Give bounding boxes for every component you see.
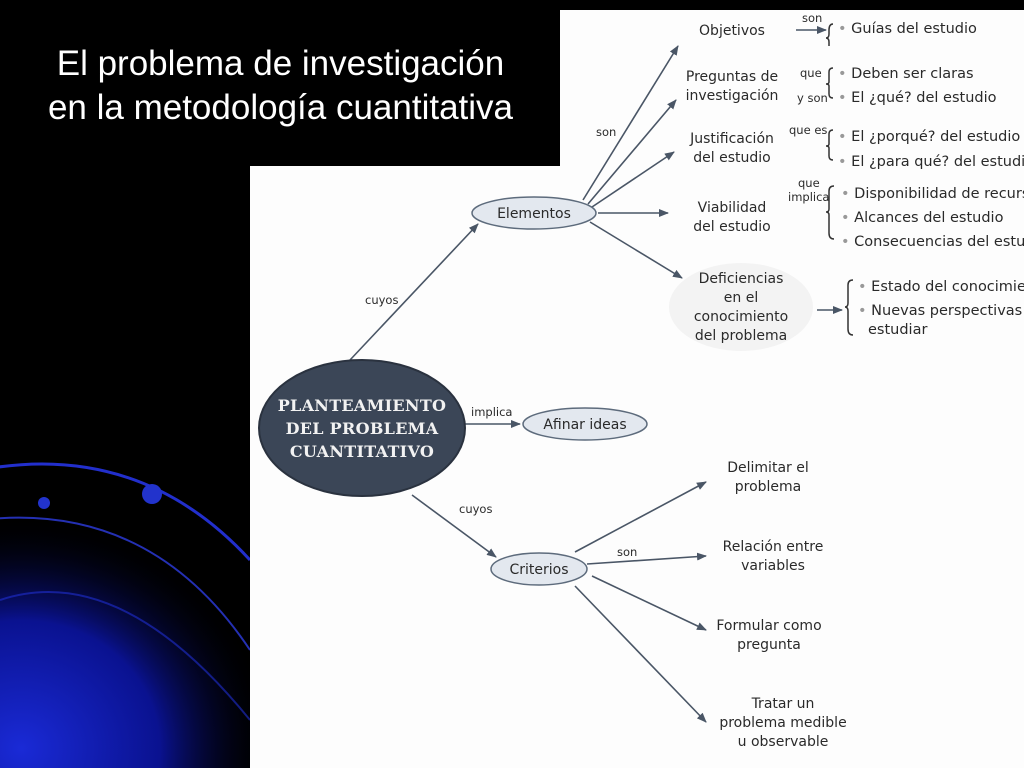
viabilidad-item: Alcances del estudio	[854, 210, 1003, 226]
bullet-icon: •	[838, 129, 847, 145]
svg-text:• Disponibilidad de recursos: • Disponibilidad de recursos	[841, 186, 1024, 202]
relation-objetivos-son: son	[802, 11, 822, 25]
relation-cuyos-bottom: cuyos	[459, 502, 492, 516]
justificacion-items: • El ¿porqué? del estudio • El ¿para qué…	[838, 129, 1024, 170]
viabilidad-item: Consecuencias del estudio	[854, 234, 1024, 250]
criterio-2-line-2: variables	[741, 558, 805, 574]
preguntas-items: • Deben ser claras • El ¿qué? del estudi…	[838, 66, 997, 106]
criterio-3-line-2: pregunta	[737, 637, 801, 653]
criterio-1-line-2: problema	[735, 479, 802, 495]
braces	[825, 23, 854, 336]
deficiencias-line-1: Deficiencias	[699, 271, 784, 287]
diagram-panel-background	[250, 10, 1024, 768]
relation-preguntas-que: que	[800, 66, 822, 80]
objetivos-label: Objetivos	[699, 23, 765, 39]
relation-viabilidad-que: que	[798, 176, 820, 190]
slide-title: El problema de investigación en la metod…	[8, 42, 553, 130]
justificacion-line-2: del estudio	[693, 150, 770, 166]
justificacion-item: El ¿para qué? del estudio	[851, 154, 1024, 170]
viabilidad-node: Viabilidad del estudio	[693, 200, 770, 235]
criterio-1: Delimitar el problema	[727, 460, 808, 495]
svg-text:• Consecuencias del estudio: • Consecuencias del estudio	[841, 234, 1024, 250]
deficiencias-node: Deficiencias en el conocimiento del prob…	[669, 263, 813, 351]
bullet-icon: •	[858, 279, 867, 295]
bullet-icon: •	[838, 66, 847, 82]
criterio-2: Relación entre variables	[723, 539, 824, 574]
svg-text:• El ¿qué? del estudio: • El ¿qué? del estudio	[838, 90, 997, 106]
relation-cuyos-top: cuyos	[365, 293, 398, 307]
central-node: PLANTEAMIENTO DEL PROBLEMA CUANTITATIVO	[258, 359, 466, 497]
objetivos-item: Guías del estudio	[851, 21, 977, 37]
bullet-icon: •	[841, 210, 850, 226]
deficiencias-line-3: conocimiento	[694, 309, 788, 325]
criterios-node: Criterios	[490, 552, 588, 586]
criterio-4-line-2: problema medible	[719, 715, 846, 731]
deficiencias-item-cont: estudiar	[868, 322, 927, 338]
central-node-line-3: CUANTITATIVO	[290, 442, 434, 461]
viabilidad-items: • Disponibilidad de recursos • Alcances …	[841, 186, 1024, 250]
central-node-line-2: DEL PROBLEMA	[286, 419, 439, 438]
relation-implica: implica	[471, 405, 512, 419]
preguntas-item: Deben ser claras	[851, 66, 973, 82]
preguntas-item: El ¿qué? del estudio	[851, 90, 996, 106]
relation-son-criteria: son	[617, 545, 637, 559]
elementos-node: Elementos	[471, 196, 597, 230]
deficiencias-items: • Estado del conocimiento • Nuevas persp…	[858, 279, 1024, 338]
criterio-1-line-1: Delimitar el	[727, 460, 808, 476]
svg-text:• El ¿porqué? del estudio: • El ¿porqué? del estudio	[838, 129, 1020, 145]
bullet-icon: •	[838, 90, 847, 106]
svg-text:• El ¿para qué? del estudio: • El ¿para qué? del estudio	[838, 154, 1024, 170]
svg-text:• Guías del estudio: • Guías del estudio	[838, 21, 977, 37]
slide-title-line-1: El problema de investigación	[56, 44, 505, 83]
deficiencias-item: Estado del conocimiento	[871, 279, 1024, 295]
afinar-ideas-node: Afinar ideas	[522, 407, 648, 441]
bullet-icon: •	[838, 21, 847, 37]
svg-text:• Alcances del estudio: • Alcances del estudio	[841, 210, 1004, 226]
preguntas-node: Preguntas de investigación	[686, 69, 779, 104]
objetivos-items: • Guías del estudio	[838, 21, 977, 37]
viabilidad-line-1: Viabilidad	[698, 200, 767, 216]
relation-viabilidad-implica: implica	[788, 190, 829, 204]
criterio-3: Formular como pregunta	[716, 618, 821, 653]
criterio-3-line-1: Formular como	[716, 618, 821, 634]
relation-justificacion-quees: que es	[789, 123, 827, 137]
slide-title-line-2: en la metodología cuantitativa	[47, 88, 514, 127]
bullet-icon: •	[838, 154, 847, 170]
bullet-icon: •	[841, 234, 850, 250]
criterio-4-line-1: Tratar un	[751, 696, 815, 712]
deficiencias-line-2: en el	[724, 290, 758, 306]
deficiencias-line-4: del problema	[695, 328, 787, 344]
preguntas-line-1: Preguntas de	[686, 69, 778, 85]
svg-text:• Estado del conocimiento: • Estado del conocimiento	[858, 279, 1024, 295]
connectors	[349, 26, 843, 723]
criterio-4-line-3: u observable	[738, 734, 829, 750]
criterio-2-line-1: Relación entre	[723, 539, 824, 555]
afinar-ideas-label: Afinar ideas	[543, 417, 626, 433]
central-node-line-1: PLANTEAMIENTO	[278, 396, 447, 415]
relation-son-elements: son	[596, 125, 616, 139]
elementos-label: Elementos	[497, 206, 571, 222]
viabilidad-item: Disponibilidad de recursos	[854, 186, 1024, 202]
justificacion-node: Justificación del estudio	[689, 131, 774, 166]
justificacion-line-1: Justificación	[689, 131, 774, 147]
deficiencias-item: Nuevas perspectivas a	[871, 303, 1024, 319]
preguntas-line-2: investigación	[686, 88, 779, 104]
bullet-icon: •	[858, 303, 867, 319]
justificacion-item: El ¿porqué? del estudio	[851, 129, 1020, 145]
bullet-icon: •	[841, 186, 850, 202]
relation-preguntas-yson: y son	[797, 91, 828, 105]
svg-text:• Deben ser claras: • Deben ser claras	[838, 66, 974, 82]
criterio-4: Tratar un problema medible u observable	[719, 696, 846, 750]
criterios-label: Criterios	[509, 562, 568, 578]
viabilidad-line-2: del estudio	[693, 219, 770, 235]
svg-text:• Nuevas perspectivas a: • Nuevas perspectivas a	[858, 303, 1024, 319]
